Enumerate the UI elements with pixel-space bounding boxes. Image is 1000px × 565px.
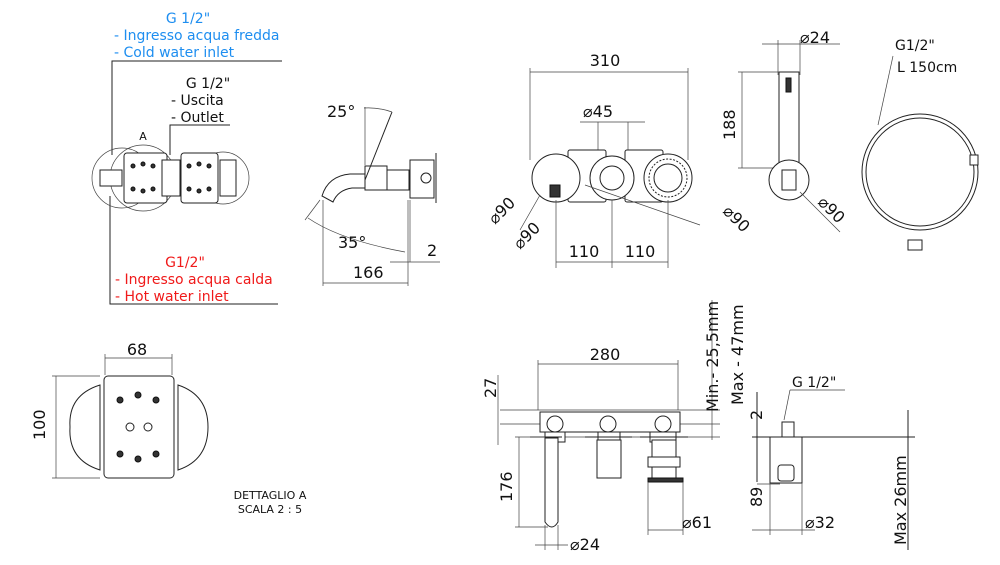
detail-scale: SCALA 2 : 5 bbox=[238, 503, 302, 516]
top-view: 280 27 Min.- 25,5mm Max - 47mm 176 ⌀24 ⌀… bbox=[481, 300, 747, 554]
outlet-thread-label: G 1/2" bbox=[186, 76, 230, 92]
cold-label-en: - Cold water inlet bbox=[114, 45, 235, 61]
detail-a-view: 68 100 DETTAGLIO A SCALA 2 : 5 bbox=[30, 340, 307, 516]
right-dia-label: ⌀90 bbox=[719, 201, 754, 236]
left-dia-label: ⌀90 bbox=[484, 193, 519, 228]
detail-title: DETTAGLIO A bbox=[234, 489, 307, 502]
spout-length-label: 176 bbox=[497, 471, 516, 502]
left-dia-label-2: ⌀90 bbox=[509, 218, 544, 253]
hot-label-en: - Hot water inlet bbox=[115, 289, 229, 305]
callout-plan-view: G 1/2" - Ingresso acqua fredda - Cold wa… bbox=[91, 11, 282, 305]
depth-166-label: 166 bbox=[353, 263, 384, 282]
angle-35-label: 35° bbox=[338, 233, 366, 252]
holder-view: G 1/2" 2 89 ⌀32 Max 26mm bbox=[747, 375, 915, 550]
cold-label-it: - Ingresso acqua fredda bbox=[114, 28, 279, 44]
hose-view: G1/2" L 150cm bbox=[861, 38, 979, 251]
width-280-label: 280 bbox=[590, 345, 621, 364]
angle-25-label: 25° bbox=[327, 102, 355, 121]
outlet-label-it: - Uscita bbox=[171, 93, 224, 109]
holder-dia-label: ⌀32 bbox=[805, 513, 835, 532]
side-view: 25° 35° 2 166 bbox=[304, 102, 440, 286]
detail-marker: A bbox=[139, 130, 147, 143]
plan-drawing bbox=[91, 144, 250, 212]
depth-27-label: 27 bbox=[481, 378, 500, 398]
hot-leader-line bbox=[109, 196, 278, 305]
holder-offset-label: 2 bbox=[747, 410, 766, 420]
shower-dia-label: ⌀24 bbox=[800, 28, 830, 47]
cold-leader-line bbox=[111, 60, 282, 155]
hot-label-it: - Ingresso acqua calda bbox=[115, 272, 273, 288]
holder-max-wall-label: Max 26mm bbox=[891, 455, 910, 545]
hose-length-label: L 150cm bbox=[897, 60, 957, 76]
holder-height-label: 89 bbox=[747, 487, 766, 507]
max-wall-label: Max - 47mm bbox=[728, 304, 747, 405]
hot-thread-label: G1/2" bbox=[165, 255, 205, 271]
outlet-label-en: - Outlet bbox=[171, 110, 224, 126]
detail-width-label: 68 bbox=[127, 340, 147, 359]
front-view: 310 ⌀45 ⌀90 ⌀90 ⌀90 110 110 bbox=[484, 51, 754, 268]
shower-base-dia-label: ⌀90 bbox=[814, 192, 849, 227]
width-310-label: 310 bbox=[590, 51, 621, 70]
cold-thread-label: G 1/2" bbox=[166, 11, 210, 27]
hand-shower-view: ⌀24 188 ⌀90 bbox=[720, 28, 849, 233]
outlet-leader-line bbox=[169, 124, 230, 155]
detail-height-label: 100 bbox=[30, 409, 49, 440]
min-wall-label: Min.- 25,5mm bbox=[703, 301, 722, 412]
holder-thread-label: G 1/2" bbox=[792, 375, 836, 391]
spout-dia-label: ⌀24 bbox=[570, 535, 600, 554]
wall-offset-label: 2 bbox=[427, 241, 437, 260]
center-dia-label: ⌀45 bbox=[583, 102, 613, 121]
spacing-right-label: 110 bbox=[625, 242, 656, 261]
handle-dia-label: ⌀61 bbox=[682, 513, 712, 532]
shower-height-label: 188 bbox=[720, 109, 739, 140]
hose-thread-label: G1/2" bbox=[895, 38, 935, 54]
spacing-left-label: 110 bbox=[569, 242, 600, 261]
